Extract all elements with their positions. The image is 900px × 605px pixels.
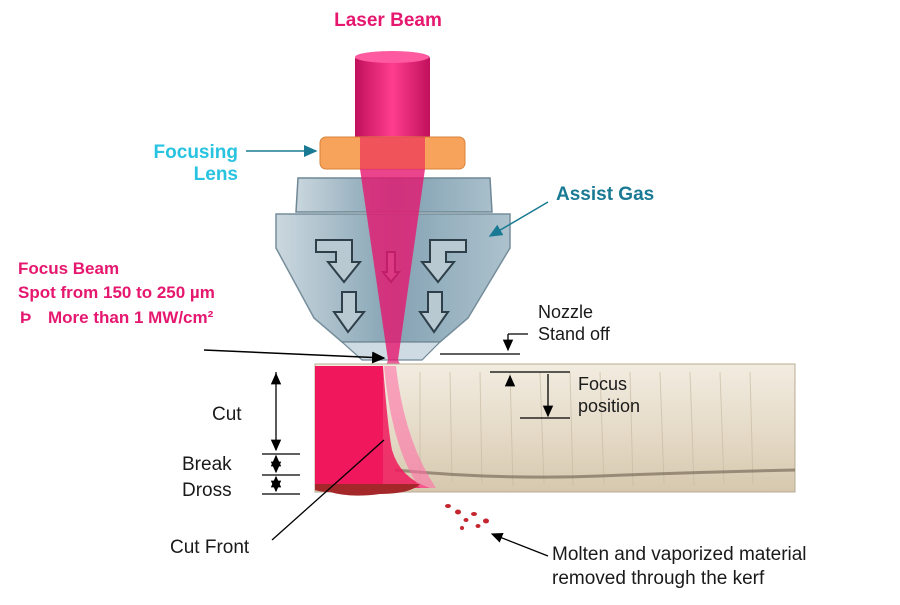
cut-region	[315, 366, 383, 484]
laser-beam-top	[355, 51, 429, 63]
molten-material-label-line1: Molten and vaporized material	[552, 544, 807, 565]
laser-cone	[360, 169, 425, 360]
laser-beam-through-lens	[360, 137, 425, 169]
thickness-dimensions	[262, 372, 300, 495]
nozzle-standoff-label-line2: Stand off	[538, 324, 611, 344]
molten-leader	[490, 532, 549, 557]
cut-label: Cut	[212, 404, 242, 425]
laser-beam-column	[355, 55, 430, 145]
laser-beam-label: Laser Beam	[334, 10, 442, 31]
workpiece-bottom-edge	[394, 468, 796, 479]
nozzle-standoff-dimension	[440, 333, 528, 355]
focusing-lens-label-line2: Lens	[194, 164, 238, 185]
focus-beam-label-line2: Spot from 150 to 250 µm	[18, 283, 215, 302]
focus-beam-label-line3: More than 1 MW/cm²	[48, 308, 214, 327]
focusing-lens-label-line1: Focusing	[154, 142, 238, 163]
dross	[315, 484, 420, 496]
cut-front-leader	[271, 439, 385, 541]
focus-position-label-line1: Focus	[578, 374, 627, 394]
assist-gas-label: Assist Gas	[556, 184, 654, 205]
break-label: Break	[182, 454, 232, 475]
focus-beam-label-symbol: Þ	[20, 308, 31, 327]
ejected-particles	[445, 504, 489, 530]
focus-beam-leader	[203, 349, 386, 364]
molten-material-label-line2: removed through the kerf	[552, 568, 765, 589]
focus-position-label-line2: position	[578, 396, 640, 416]
focus-beam-label-line1: Focus Beam	[18, 259, 119, 278]
cut-front	[383, 366, 430, 488]
laser-kerf-beam	[384, 366, 436, 488]
focus-position-dimension	[490, 371, 570, 419]
dross-label: Dross	[182, 480, 232, 501]
assist-gas-leader	[488, 201, 549, 237]
cut-front-label: Cut Front	[170, 537, 250, 558]
nozzle-standoff-label-line1: Nozzle	[538, 302, 593, 322]
